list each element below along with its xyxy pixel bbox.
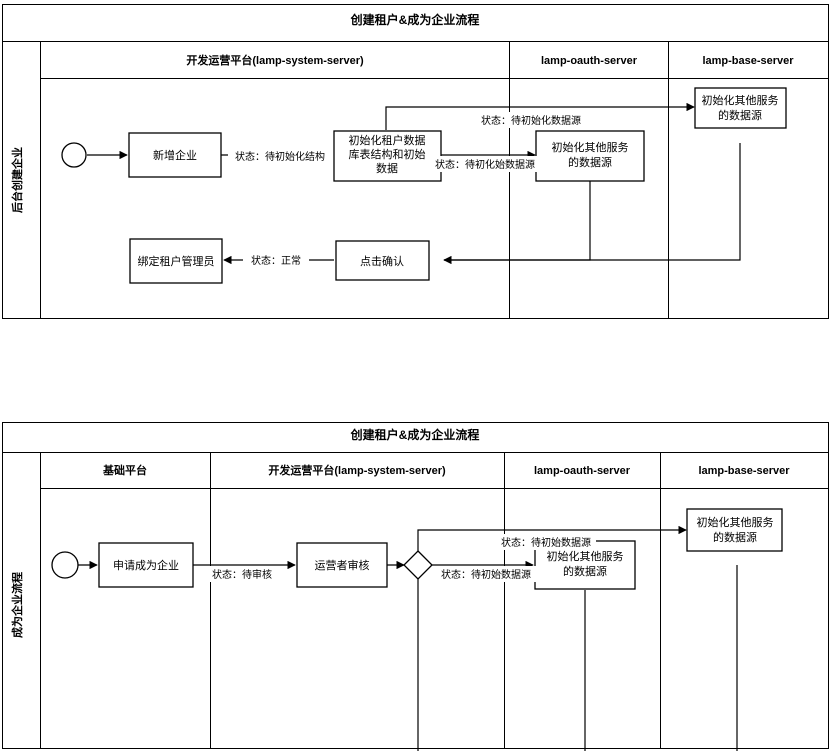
edge-label-init-datasource-base: 状态：待初始化数据源 — [476, 112, 586, 128]
svg-text:状态：待初始数据源: 状态：待初始数据源 — [501, 536, 591, 549]
edge-label-init-structure: 状态：待初始化结构 — [228, 148, 332, 164]
svg-text:状态：正常: 状态：正常 — [251, 254, 301, 267]
column-header-oauth-server: lamp-oauth-server — [534, 465, 631, 477]
column-header-base-server: lamp-base-server — [698, 465, 790, 477]
svg-text:的数据源: 的数据源 — [718, 108, 762, 122]
node-bind-tenant-admin-label: 绑定租户管理员 — [138, 254, 215, 268]
lane-label: 后台创建企业 — [10, 147, 24, 213]
svg-text:状态：待初始化数据源: 状态：待初始化数据源 — [481, 114, 581, 127]
node-init-other-ds-base-label: 初始化其他服务 — [702, 93, 779, 107]
svg-text:的数据源: 的数据源 — [713, 530, 757, 544]
column-header-base-platform: 基础平台 — [102, 463, 147, 477]
node-start[interactable] — [61, 142, 87, 168]
node-init-other-ds-oauth-label: 初始化其他服务 — [552, 140, 629, 154]
node-start[interactable] — [51, 551, 79, 579]
node-init-tenant-db-label: 初始化租户数据 — [349, 133, 426, 147]
node-click-confirm-label: 点击确认 — [360, 255, 404, 268]
node-init-other-ds-oauth[interactable]: 初始化其他服务 的数据源 — [535, 130, 645, 182]
node-init-other-ds-base[interactable]: 初始化其他服务 的数据源 — [694, 87, 787, 129]
column-header-system-server: 开发运营平台(lamp-system-server) — [186, 53, 364, 67]
svg-text:状态：待审核: 状态：待审核 — [212, 568, 272, 581]
node-apply-become-enterprise[interactable]: 申请成为企业 — [98, 542, 194, 588]
node-init-other-ds-base[interactable]: 初始化其他服务 的数据源 — [686, 508, 783, 552]
column-header-base-server: lamp-base-server — [702, 55, 794, 67]
svg-text:库表结构和初始: 库表结构和初始 — [349, 147, 426, 161]
node-click-confirm[interactable]: 点击确认 — [335, 240, 430, 281]
edge-label-pending-review: 状态：待审核 — [200, 566, 284, 582]
node-bind-tenant-admin[interactable]: 绑定租户管理员 — [129, 238, 223, 284]
node-add-enterprise[interactable]: 新增企业 — [128, 132, 222, 178]
node-init-tenant-db[interactable]: 初始化租户数据 库表结构和初始 数据 — [333, 130, 442, 182]
column-header-system-server: 开发运营平台(lamp-system-server) — [268, 463, 446, 477]
svg-text:的数据源: 的数据源 — [568, 155, 612, 169]
node-init-other-ds-oauth-label: 初始化其他服务 — [547, 549, 624, 563]
column-header-oauth-server: lamp-oauth-server — [541, 55, 638, 67]
edge-label-init-datasource-oauth: 状态：待初始数据源 — [436, 566, 536, 582]
diagram-backend-create-enterprise: 创建租户&成为企业流程 后台创建企业 开发运营平台(lamp-system-se… — [2, 4, 829, 319]
node-init-other-ds-base-label: 初始化其他服务 — [697, 515, 774, 529]
lane-label: 成为企业流程 — [10, 572, 24, 638]
diagram-become-enterprise: 创建租户&成为企业流程 成为企业流程 基础平台 开发运营平台(lamp-syst… — [2, 422, 829, 751]
edge-init-db-to-base — [385, 102, 695, 130]
edge-label-init-datasource-base: 状态：待初始数据源 — [496, 534, 596, 550]
svg-text:状态：待初始化结构: 状态：待初始化结构 — [235, 150, 325, 163]
edge-label-status-normal: 状态：正常 — [243, 252, 309, 268]
node-decision[interactable] — [403, 550, 433, 580]
node-add-enterprise-label: 新增企业 — [153, 148, 197, 162]
node-apply-label: 申请成为企业 — [113, 558, 179, 572]
svg-text:状态：待初化始数据源: 状态：待初化始数据源 — [435, 158, 535, 171]
edge-base-to-bind-admin-right — [736, 565, 738, 751]
edge-label-init-datasource-oauth: 状态：待初化始数据源 — [432, 156, 538, 172]
node-operator-review[interactable]: 运营者审核 — [296, 542, 388, 588]
edge-oauth-to-click-confirm — [444, 181, 591, 261]
svg-text:状态：待初始数据源: 状态：待初始数据源 — [441, 568, 531, 581]
svg-text:数据: 数据 — [376, 161, 398, 175]
diagram-title: 创建租户&成为企业流程 — [350, 427, 480, 442]
diagram-title: 创建租户&成为企业流程 — [350, 12, 480, 27]
node-operator-review-label: 运营者审核 — [315, 558, 370, 572]
edge-decision-to-base — [417, 525, 687, 552]
svg-text:的数据源: 的数据源 — [563, 564, 607, 578]
